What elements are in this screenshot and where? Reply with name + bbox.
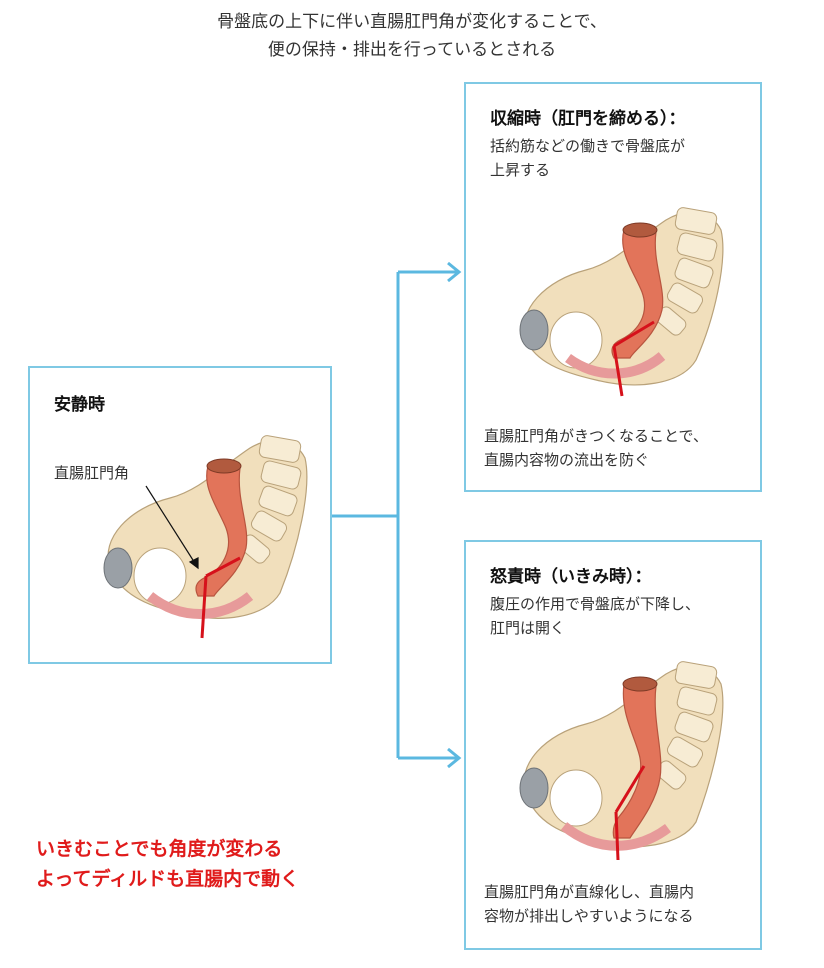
rest-panel: 安静時 直腸肛門角: [28, 366, 332, 664]
arrowhead-strain-icon: [447, 747, 462, 769]
red-annotation: いきむことでも角度が変わる よってディルドも直腸内で動く: [36, 834, 299, 894]
strain-description-line-1: 腹圧の作用で骨盤底が下降し、: [490, 595, 701, 613]
strain-description-line-2: 肛門は開く: [490, 619, 566, 637]
title-line-2: 便の保持・排出を行っているとされる: [267, 40, 557, 60]
red-annotation-line-2: よってディルドも直腸内で動く: [36, 868, 300, 890]
pelvis-illustration-strain: [519, 661, 724, 861]
red-annotation-line-1: いきむことでも角度が変わる: [36, 838, 283, 860]
arrowhead-contract-icon: [447, 261, 462, 283]
contract-result-line-2: 直腸内容物の流出を防ぐ: [484, 451, 650, 469]
contract-heading: 収縮時（肛門を締める）：: [490, 109, 686, 129]
contract-description-line-1: 括約筋などの働きで骨盤底が: [490, 137, 686, 155]
contract-panel: 収縮時（肛門を締める）： 括約筋などの働きで骨盤底が 上昇する 直腸肛門角がきつ…: [464, 82, 762, 492]
strain-result-line-1: 直腸肛門角が直線化し、直腸内: [484, 883, 695, 901]
strain-panel: 怒責時（いきみ時）： 腹圧の作用で骨盤底が下降し、 肛門は開く 直腸肛門角が直線…: [464, 540, 762, 950]
title-line-1: 骨盤底の上下に伴い直腸肛門角が変化することで、: [217, 12, 607, 32]
contract-description-line-2: 上昇する: [490, 161, 551, 179]
pelvis-illustration-rest: [103, 435, 308, 639]
strain-result-line-2: 容物が排出しやすいようになる: [484, 907, 694, 925]
contract-result-line-1: 直腸肛門角がきつくなることで、: [484, 427, 708, 445]
anorectal-angle-label: 直腸肛門角: [54, 464, 130, 482]
page-title: 骨盤底の上下に伴い直腸肛門角が変化することで、 便の保持・排出を行っているとされ…: [0, 8, 824, 64]
rest-heading: 安静時: [54, 395, 105, 415]
pelvis-illustration-contract: [519, 207, 724, 397]
strain-heading: 怒責時（いきみ時）：: [490, 567, 652, 587]
